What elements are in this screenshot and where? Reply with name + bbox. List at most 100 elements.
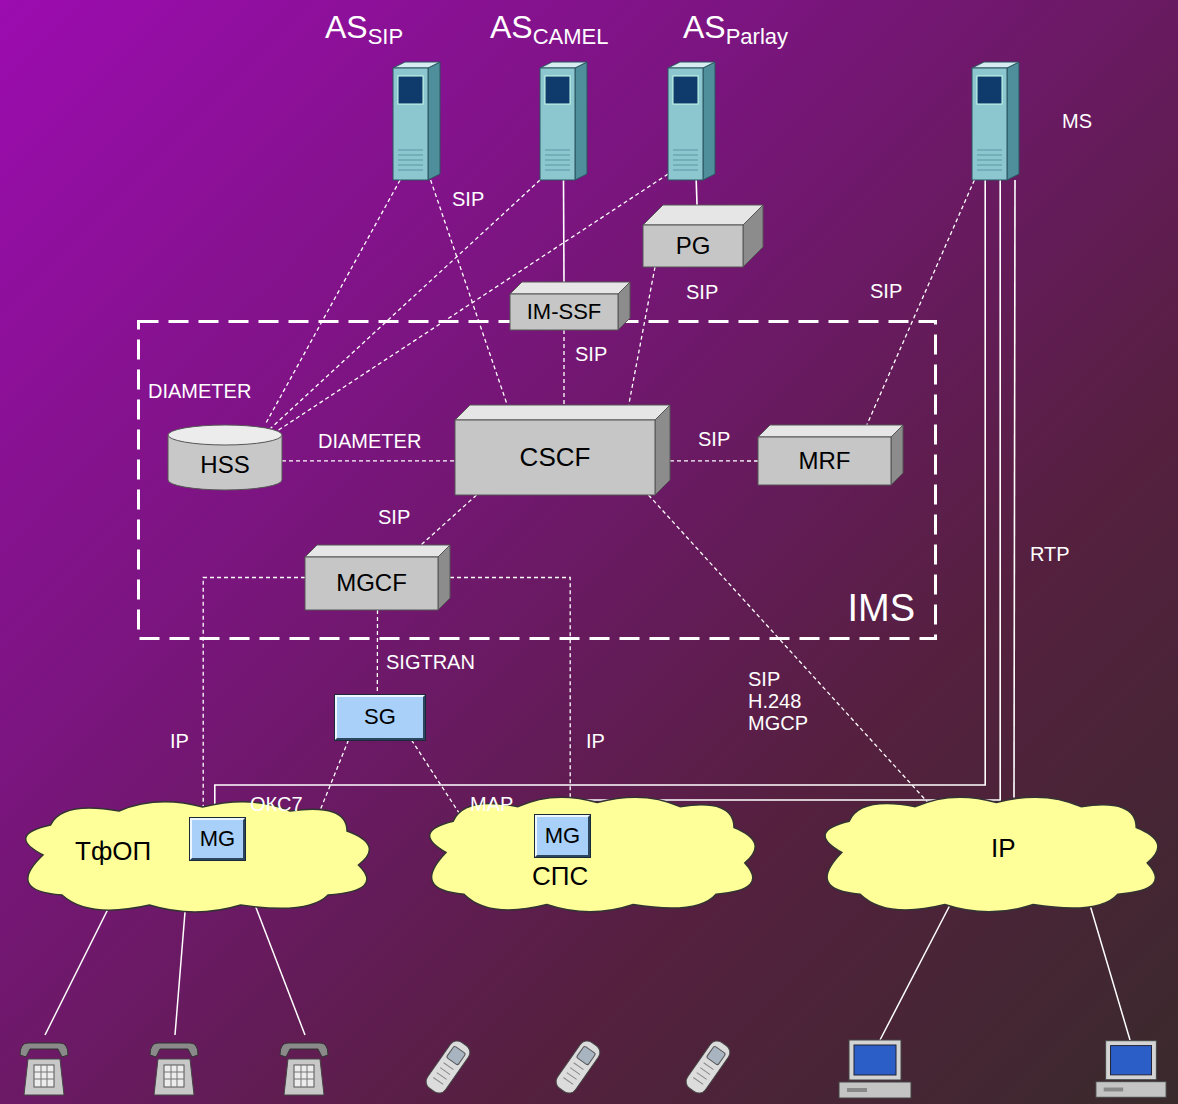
- dotted-connector: [421, 495, 477, 545]
- server-vent: [977, 155, 1002, 156]
- region-border: [139, 322, 936, 639]
- server-vent: [977, 160, 1002, 161]
- server-caption: ASSIP: [325, 10, 403, 49]
- server-vent: [398, 150, 423, 151]
- cloud-caption: СПС: [532, 862, 588, 891]
- cloud-caption: IP: [991, 834, 1016, 863]
- mobile-phone: [683, 1038, 733, 1096]
- access-line: [255, 905, 305, 1035]
- server-vent: [398, 155, 423, 156]
- box-side: [655, 405, 670, 495]
- desk-phone: [150, 1043, 198, 1095]
- node-label: MG: [200, 827, 235, 851]
- connector-label: SIP H.248 MGCP: [748, 668, 808, 734]
- dotted-connector: [412, 740, 461, 815]
- server-node: ASCAMEL: [540, 62, 587, 180]
- dotted-connector: [317, 740, 349, 819]
- box-front: [758, 437, 891, 485]
- solid-connector: [563, 180, 565, 282]
- dotted-connector: [563, 330, 564, 414]
- cylinder-top: [168, 425, 282, 445]
- desk-phone: [20, 1043, 68, 1095]
- server-vent: [545, 160, 570, 161]
- box-top: [643, 205, 763, 225]
- dotted-connector: [276, 174, 668, 431]
- server-side: [1007, 62, 1019, 180]
- cloud-caption: ТфОП: [75, 837, 151, 866]
- box-front: [455, 420, 655, 495]
- server-vent: [673, 155, 698, 156]
- node-label: MG: [545, 824, 580, 848]
- node-label: IP: [991, 833, 1016, 863]
- connector-label: SIP: [686, 281, 718, 303]
- access-line: [1090, 905, 1130, 1040]
- connector-label: IP: [586, 730, 605, 752]
- server-screen: [673, 76, 698, 104]
- server-front: [668, 68, 703, 180]
- solid-connector: [215, 180, 985, 818]
- server-caption: ASCAMEL: [490, 10, 608, 49]
- box-side: [438, 545, 450, 610]
- server-top: [540, 62, 587, 68]
- server-vent: [673, 165, 698, 166]
- server-vent: [673, 160, 698, 161]
- dotted-connector: [271, 180, 540, 428]
- mobile-phone: [553, 1038, 603, 1096]
- function-box: MG: [190, 818, 245, 860]
- solid-connector: [695, 180, 697, 205]
- node-face: MG: [537, 817, 588, 855]
- connector-label: DIAMETER: [318, 430, 421, 452]
- server-vent: [545, 155, 570, 156]
- server-front: [540, 68, 575, 180]
- server-front: [972, 68, 1007, 180]
- node-label: MS: [1062, 110, 1092, 132]
- server-side: [575, 62, 587, 180]
- dotted-connector: [203, 578, 305, 819]
- dotted-connector: [867, 180, 975, 425]
- connector-label: RTP: [1030, 543, 1070, 565]
- function-box: MG: [535, 815, 590, 857]
- node-label: CSCF: [520, 443, 591, 472]
- computer: [1096, 1041, 1166, 1098]
- node-label: MGCF: [336, 570, 407, 596]
- box-top: [758, 425, 903, 437]
- node-label: Parlay: [726, 24, 788, 49]
- node-face: MRF: [758, 437, 891, 485]
- solid-connector: [1014, 180, 1015, 798]
- node-label: MRF: [799, 448, 851, 474]
- server-vent: [545, 165, 570, 166]
- server-vent: [977, 150, 1002, 151]
- function-box: MRF: [758, 425, 903, 485]
- server-top: [972, 62, 1019, 68]
- server-caption: MS: [1062, 110, 1092, 132]
- server-vent: [673, 150, 698, 151]
- server-vent: [398, 160, 423, 161]
- cloud-shape: [805, 790, 1173, 915]
- box-front: [305, 557, 438, 610]
- node-face: PG: [643, 225, 743, 267]
- node-label: PG: [676, 233, 711, 259]
- connector-label: SIP: [452, 188, 484, 210]
- node-label: AS: [325, 9, 368, 45]
- server-top: [393, 62, 440, 68]
- cloud-outline: [26, 802, 370, 912]
- server-caption: ASParlay: [683, 10, 788, 49]
- node-face: MG: [192, 820, 243, 858]
- function-box: PG: [643, 205, 763, 267]
- server-icon: [393, 62, 440, 180]
- dotted-connector: [431, 180, 509, 410]
- server-side: [703, 62, 715, 180]
- node-label: AS: [683, 9, 726, 45]
- box-top: [305, 545, 450, 557]
- server-front: [393, 68, 428, 180]
- connector-label: DIAMETER: [148, 380, 251, 402]
- node-face: MGCF: [305, 557, 438, 610]
- connector-label: SIGTRAN: [386, 651, 475, 673]
- cloud-outline: [825, 797, 1158, 912]
- function-box: IM-SSF: [510, 282, 630, 330]
- server-top: [668, 62, 715, 68]
- server-vent: [977, 165, 1002, 166]
- computer: [839, 1040, 911, 1098]
- database-cylinder: HSS: [168, 425, 282, 490]
- region-caption: IMS: [847, 588, 915, 630]
